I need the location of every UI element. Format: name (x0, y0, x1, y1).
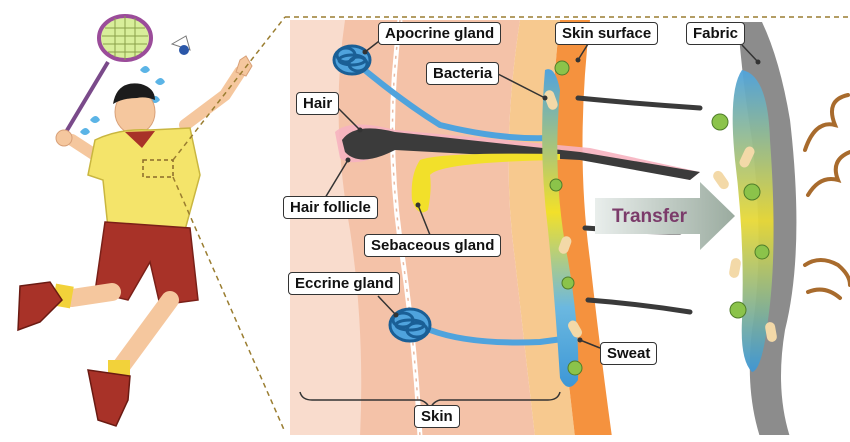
left-shoe (18, 282, 62, 330)
label-transfer: Transfer (612, 206, 687, 228)
label-skin-surface: Skin surface (555, 22, 658, 45)
right-arm (72, 140, 95, 155)
label-sebaceous-gland: Sebaceous gland (364, 234, 501, 257)
label-fabric: Fabric (686, 22, 745, 45)
label-bacteria: Bacteria (426, 62, 499, 85)
left-leg (72, 292, 112, 298)
label-hair: Hair (296, 92, 339, 115)
left-hand (236, 56, 252, 76)
label-skin: Skin (414, 405, 460, 428)
skin-cross-section (290, 20, 850, 437)
right-leg (120, 300, 170, 368)
shuttlecock (172, 36, 190, 55)
label-eccrine-gland: Eccrine gland (288, 272, 400, 295)
label-apocrine-gland: Apocrine gland (378, 22, 501, 45)
label-hair-follicle: Hair follicle (283, 196, 378, 219)
odor-waves (805, 95, 850, 298)
label-sweat: Sweat (600, 342, 657, 365)
left-arm (185, 72, 240, 125)
right-shoe (88, 370, 130, 426)
athlete-illustration (18, 16, 252, 426)
right-hand (56, 130, 72, 146)
